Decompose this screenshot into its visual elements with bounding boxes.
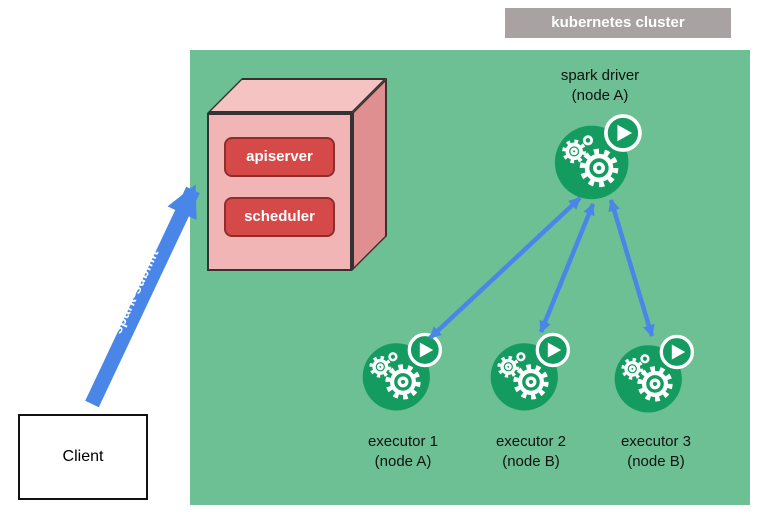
executor-3-label: executor 3 (node B) xyxy=(591,432,721,471)
executor-3-node: (node B) xyxy=(627,452,685,470)
spark-submit-arrow xyxy=(85,184,200,408)
spark-driver-title: spark driver xyxy=(560,67,640,84)
apiserver-box: apiserver xyxy=(224,137,335,177)
executor-1-node: (node A) xyxy=(374,452,432,470)
control-plane-cube: apiserver scheduler xyxy=(207,113,352,271)
kubernetes-cluster-label: kubernetes cluster xyxy=(505,8,731,38)
spark-submit-label: spark-submit xyxy=(108,246,162,336)
spark-driver-icon xyxy=(553,110,645,202)
executor-1-icon xyxy=(361,329,445,413)
executor-1-label: executor 1 (node A) xyxy=(338,432,468,471)
executor-3-icon xyxy=(613,331,697,415)
executor-2-node: (node B) xyxy=(502,452,560,470)
executor-2-icon xyxy=(489,329,573,413)
executor-2-label: executor 2 (node B) xyxy=(466,432,596,471)
spark-driver-label: spark driver (node A) xyxy=(515,66,685,105)
executor-3-title: executor 3 xyxy=(620,433,692,450)
client-box: Client xyxy=(18,414,148,500)
scheduler-box: scheduler xyxy=(224,197,335,237)
executor-1-title: executor 1 xyxy=(367,433,439,450)
executor-2-title: executor 2 xyxy=(495,433,567,450)
client-label: Client xyxy=(62,448,104,465)
spark-driver-node: (node A) xyxy=(571,86,629,104)
